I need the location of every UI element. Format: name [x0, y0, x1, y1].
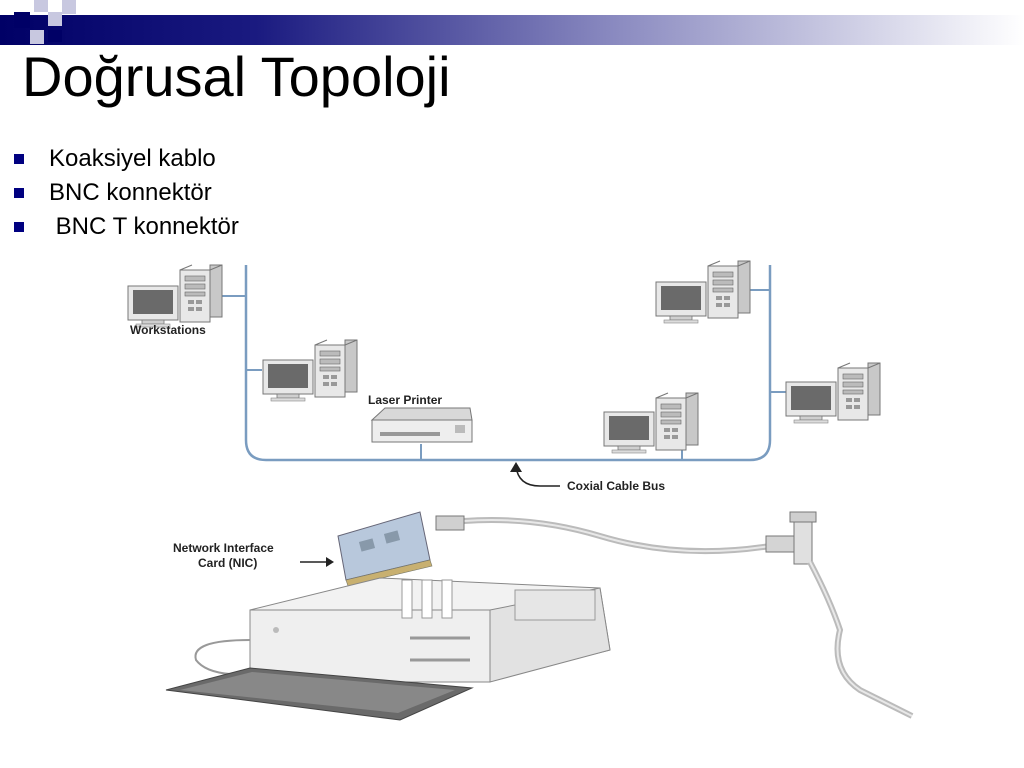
bullet-item: BNC konnektör — [14, 176, 239, 210]
bullet-item: Koaksiyel kablo — [14, 142, 239, 176]
computer-chassis-icon — [249, 577, 611, 683]
nic-label-line1: Network Interface — [173, 541, 274, 555]
coaxial-cable-drop — [807, 560, 914, 719]
coaxial-bus-label: Coxial Cable Bus — [567, 479, 665, 493]
keyboard-cable — [194, 639, 251, 675]
workstation-icon — [127, 264, 223, 328]
coaxial-cable-icon — [435, 515, 771, 555]
workstation-icon — [262, 339, 358, 402]
bullet-text: BNC konnektör — [49, 179, 212, 206]
corner-square-light — [62, 0, 76, 14]
keyboard-icon — [165, 667, 474, 721]
corner-square-dark — [14, 12, 30, 28]
nic-label-line2: Card (NIC) — [198, 556, 257, 570]
laser-printer-icon — [370, 407, 473, 443]
header-gradient-bar — [0, 15, 1024, 45]
bullet-item: BNC T konnektör — [14, 210, 239, 244]
square-bullet-icon — [14, 188, 24, 198]
laser-printer-label: Laser Printer — [368, 393, 442, 407]
bus-pointer-arrow — [510, 462, 560, 487]
nic-pointer-arrow — [300, 557, 334, 567]
bnc-t-connector-icon — [765, 511, 817, 565]
network-interface-card-icon — [337, 511, 433, 587]
bullet-text: BNC T konnektör — [49, 213, 239, 240]
workstation-icon — [785, 362, 881, 424]
workstation-icon — [603, 392, 699, 454]
workstation-icon — [655, 260, 751, 324]
bullet-text: Koaksiyel kablo — [49, 145, 216, 172]
corner-square-dark — [48, 30, 62, 42]
corner-square-light — [30, 30, 44, 44]
workstations-label: Workstations — [130, 323, 206, 337]
square-bullet-icon — [14, 154, 24, 164]
corner-square-light — [48, 12, 62, 26]
corner-square-light — [34, 0, 48, 12]
coaxial-bus-cable — [244, 265, 772, 462]
bullet-list: Koaksiyel kablo BNC konnektör BNC T konn… — [14, 142, 239, 244]
square-bullet-icon — [14, 222, 24, 232]
slide-title: Doğrusal Topoloji — [22, 45, 451, 108]
